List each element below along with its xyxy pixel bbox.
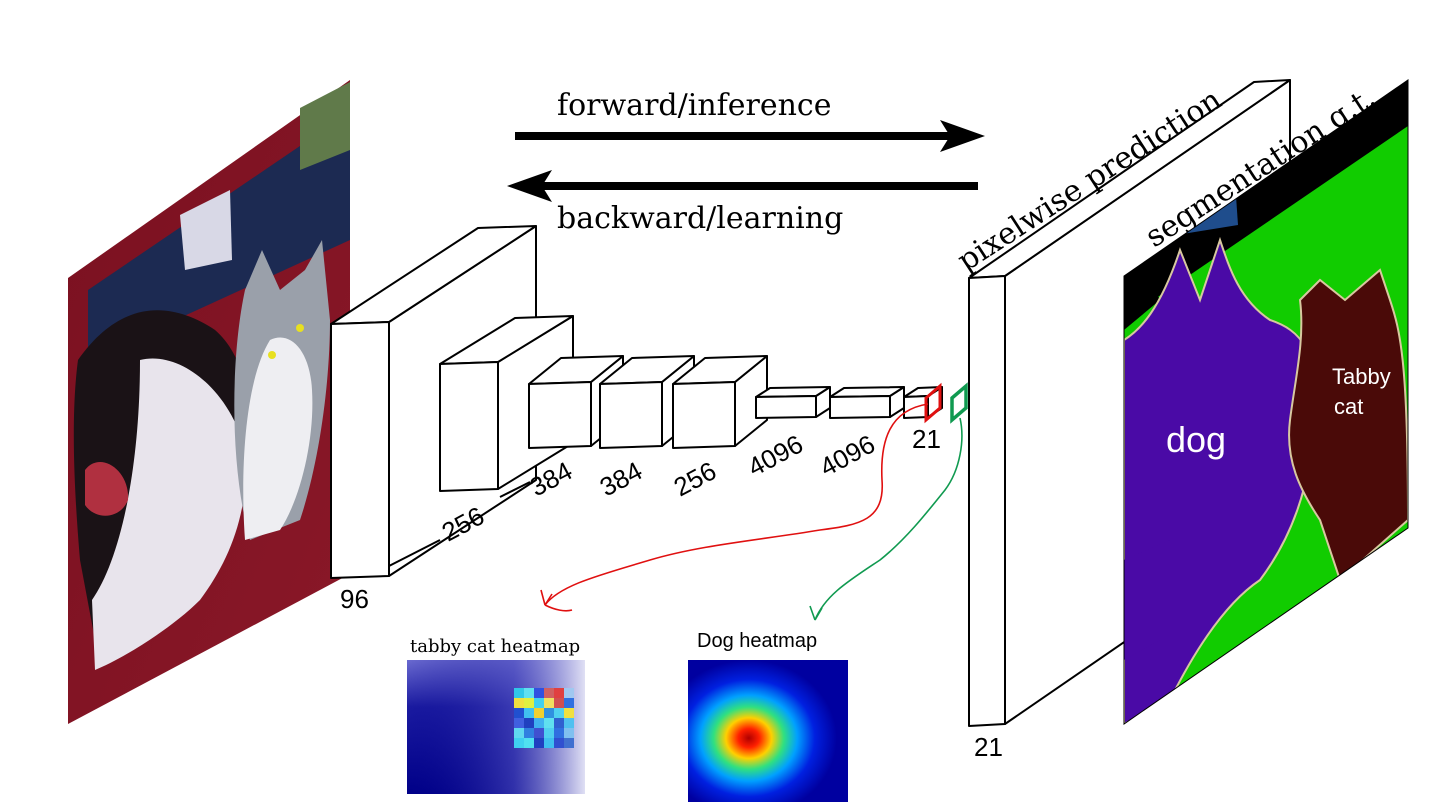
layer-256-dim-line	[499, 481, 531, 498]
cat-heatmap-cell	[544, 738, 554, 748]
dog-heatmap-link-head	[809, 605, 823, 621]
layer-4096a-block	[755, 386, 831, 419]
cat-heatmap-cell	[554, 738, 564, 748]
layer-256a-block	[439, 315, 574, 492]
cat-heatmap-title: tabby cat heatmap	[410, 636, 580, 657]
dog-heatmap	[688, 660, 848, 802]
seg-cat-label-line2: cat	[1334, 394, 1363, 419]
cat-heatmap-cell	[564, 708, 574, 718]
cat-heatmap-cell	[524, 738, 534, 748]
seg-dog-label: dog	[1166, 419, 1226, 460]
cat-heatmap-cell	[544, 688, 554, 698]
cat-heatmap-cell	[534, 728, 544, 738]
cat-heatmap-cell	[514, 708, 524, 718]
input-photo	[68, 80, 350, 724]
output-21-label: 21	[974, 732, 1003, 762]
cat-heatmap-cell	[534, 688, 544, 698]
cat-heatmap-cell	[534, 708, 544, 718]
backward-label: backward/learning	[557, 201, 843, 236]
cat-heatmap-cell	[564, 698, 574, 708]
layer-4096b-label: 4096	[815, 429, 880, 483]
cat-heatmap-cell	[524, 698, 534, 708]
cat-heatmap-cell	[524, 718, 534, 728]
dog-heatmap-link	[814, 417, 963, 621]
layer-4096a-label: 4096	[743, 429, 808, 483]
cat-heatmap-cell	[534, 698, 544, 708]
cat-heatmap-cell	[564, 728, 574, 738]
layer-256b-block	[672, 355, 768, 449]
layer-384b-label: 384	[595, 455, 647, 502]
cat-heatmap-cell	[554, 698, 564, 708]
cat-heatmap-cell	[534, 738, 544, 748]
cat-heatmap-cell	[544, 728, 554, 738]
layer-4096b-block	[829, 386, 905, 419]
cat-heatmap-cell	[564, 738, 574, 748]
cat-heatmap-cell	[524, 688, 534, 698]
cat-heatmap-cell	[514, 718, 524, 728]
layer-21-label: 21	[912, 424, 941, 454]
cat-heatmap-cell	[554, 718, 564, 728]
cat-heatmap-link	[544, 403, 929, 606]
forward-arrow	[515, 120, 985, 152]
cat-heatmap-cell	[554, 688, 564, 698]
cat-heatmap	[407, 660, 585, 794]
layer-96-label: 96	[340, 584, 369, 614]
dog-channel-slice	[950, 382, 968, 424]
backward-arrow	[507, 170, 978, 202]
cat-heatmap-cells	[514, 688, 574, 748]
cat-heatmap-cell	[554, 708, 564, 718]
layer-96-dim-line	[388, 539, 441, 567]
cat-heatmap-cell	[524, 708, 534, 718]
layer-21-block	[903, 386, 943, 419]
cat-heatmap-cell	[534, 718, 544, 728]
cat-heatmap-cell	[514, 688, 524, 698]
forward-label: forward/inference	[557, 88, 831, 123]
seg-cat-label-line1: Tabby	[1332, 364, 1391, 389]
cat-heatmap-link-head	[540, 589, 573, 612]
cat-heatmap-cell	[544, 718, 554, 728]
dog-heatmap-title: Dog heatmap	[697, 630, 817, 652]
cat-heatmap-cell	[514, 738, 524, 748]
layer-256b-label: 256	[669, 455, 721, 502]
cat-heatmap-cell	[554, 728, 564, 738]
cat-heatmap-cell	[514, 728, 524, 738]
cat-heatmap-cell	[544, 708, 554, 718]
cat-heatmap-cell	[564, 688, 574, 698]
cat-heatmap-cell	[564, 718, 574, 728]
cat-heatmap-cell	[524, 728, 534, 738]
cat-channel-slice	[924, 382, 942, 424]
cat-heatmap-cell	[514, 698, 524, 708]
cat-heatmap-cell	[544, 698, 554, 708]
segmentation-gt-image	[1123, 79, 1409, 725]
